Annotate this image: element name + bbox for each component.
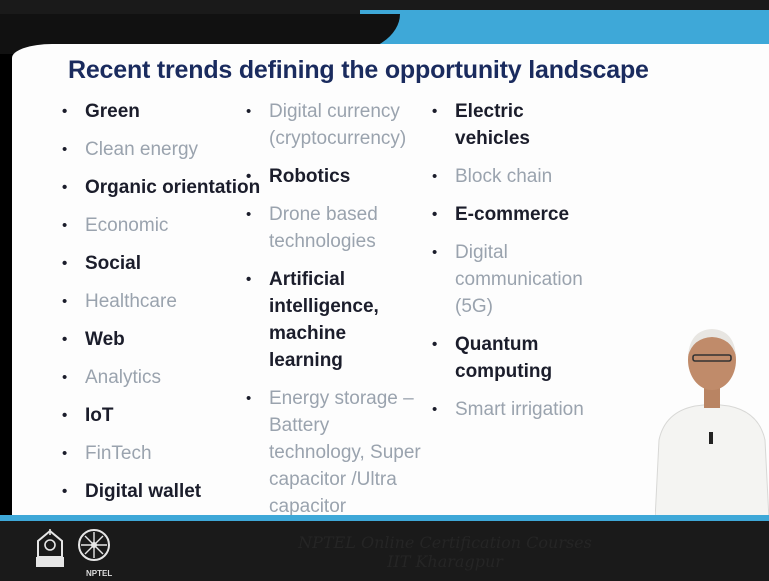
speaker-hair	[688, 329, 736, 356]
list-item: Digital currency (cryptocurrency)	[246, 98, 421, 152]
speaker-video	[655, 329, 769, 520]
top-accent-stripe	[360, 10, 769, 46]
list-item: Analytics	[62, 364, 260, 391]
iit-kharagpur-logo	[36, 529, 64, 567]
nptel-logo	[78, 529, 110, 561]
list-item: Electric vehicles	[432, 98, 592, 152]
list-item: IoT	[62, 402, 260, 429]
speaker-neck	[704, 386, 720, 408]
list-item: Artificial intelligence, machine learnin…	[246, 266, 421, 374]
speaker-body	[655, 403, 769, 520]
list-item: Green	[62, 98, 260, 125]
list-item: Digital wallet	[62, 478, 260, 505]
speaker-mic	[709, 432, 713, 444]
list-item: Organic orientation	[62, 174, 260, 201]
list-item: Drone based technologies	[246, 201, 421, 255]
list-item: Smart irrigation	[432, 396, 592, 423]
list-item: Social	[62, 250, 260, 277]
list-item: Quantum computing	[432, 331, 592, 385]
trend-column-1: Green Clean energy Organic orientation E…	[62, 98, 260, 516]
list-item: FinTech	[62, 440, 260, 467]
slide-title: Recent trends defining the opportunity l…	[68, 56, 649, 84]
footer-accent-stripe	[0, 515, 769, 521]
list-item: E-commerce	[432, 201, 592, 228]
list-item: Block chain	[432, 163, 592, 190]
trend-column-3: Electric vehicles Block chain E-commerce…	[432, 98, 592, 434]
trend-column-2: Digital currency (cryptocurrency) Roboti…	[246, 98, 421, 531]
nptel-logo-label: NPTEL	[86, 569, 113, 578]
list-item: Digital communication (5G)	[432, 239, 592, 320]
speaker-glasses	[692, 354, 732, 362]
speaker-head	[688, 330, 736, 390]
footer-bar	[0, 521, 769, 581]
footer-course-line: NPTEL Online Certification Courses	[298, 533, 592, 552]
list-item: Energy storage – Battery technology, Sup…	[246, 385, 421, 520]
footer-institute-line: IIT Kharagpur	[387, 552, 503, 571]
list-item: Clean energy	[62, 136, 260, 163]
list-item: Economic	[62, 212, 260, 239]
list-item: Robotics	[246, 163, 421, 190]
list-item: Web	[62, 326, 260, 353]
list-item: Healthcare	[62, 288, 260, 315]
